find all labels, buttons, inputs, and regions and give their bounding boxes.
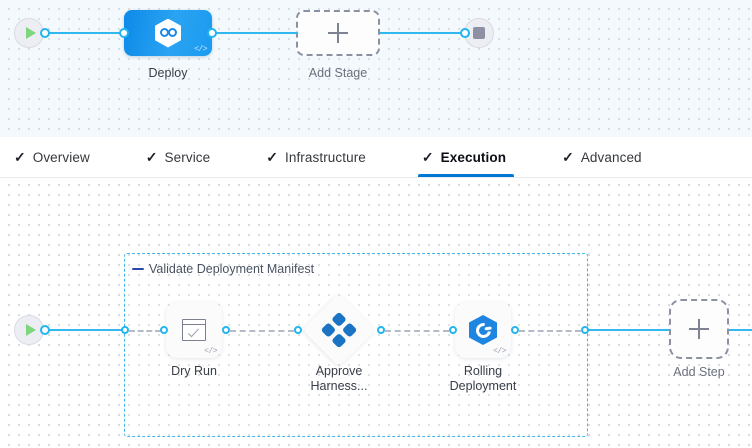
execution-steps-canvas[interactable]: Validate Deployment Manifest </> Dry Run [0,178,752,448]
step-node-dry-run[interactable]: </> Dry Run [166,302,222,378]
approve-in-port[interactable] [294,326,302,334]
connector-start-to-deploy [46,31,126,35]
add-step-button[interactable] [669,299,729,359]
execution-start-port[interactable] [40,325,50,335]
tab-overview-label: Overview [32,149,90,165]
tab-service-label: Service [164,149,211,165]
tab-execution-label: Execution [440,149,507,165]
step-approve-card[interactable] [302,293,376,367]
execution-start-circle[interactable] [14,315,44,345]
step-dry-run-label: Dry Run [171,364,217,378]
stage-deploy-card[interactable]: </> [124,10,212,56]
dry-run-icon [182,319,206,341]
stage-node-deploy[interactable]: </> Deploy [124,10,212,80]
connector-addstep-trailing [729,328,752,332]
step-rolling-label: Rolling Deployment [449,364,517,393]
connector-start-to-group [46,328,126,332]
step-rolling-card[interactable]: </> [455,302,511,358]
check-icon: ✓ [145,149,158,165]
connector-group-to-dryrun [129,329,161,332]
stage-config-tabs[interactable]: ✓ Overview ✓ Service ✓ Infrastructure ✓ … [0,137,752,178]
approve-out-port[interactable] [377,326,385,334]
tab-execution[interactable]: ✓ Execution [417,137,520,177]
rolling-deployment-icon [469,315,497,345]
pipeline-end-port[interactable] [460,28,470,38]
check-icon: ✓ [14,149,26,165]
add-step-label: Add Step [673,365,725,379]
connector-approve-to-rolling [385,329,449,332]
plus-icon [689,319,709,339]
add-stage-button[interactable] [296,10,380,56]
group-in-port[interactable] [121,326,129,334]
connector-group-to-addstep [588,328,670,332]
play-icon [25,324,36,336]
check-icon: ✓ [421,149,434,165]
code-badge-icon[interactable]: </> [204,347,217,356]
add-stage-label: Add Stage [308,66,368,80]
rolling-in-port[interactable] [449,326,457,334]
check-icon: ✓ [266,149,278,165]
code-badge-icon[interactable]: </> [493,347,506,356]
tab-service[interactable]: ✓ Service [142,137,224,177]
check-icon: ✓ [562,149,574,165]
stop-icon [473,27,485,39]
add-step-node[interactable]: Add Step [669,299,729,379]
tab-infrastructure-label: Infrastructure [284,149,366,165]
code-badge-icon[interactable]: </> [194,45,207,54]
dry-run-in-port[interactable] [160,326,168,334]
step-node-rolling-deployment[interactable]: </> Rolling Deployment [450,302,516,393]
plus-icon [328,23,348,43]
tab-advanced-label: Advanced [580,149,642,165]
step-dry-run-card[interactable]: </> [166,302,222,358]
execution-start-node[interactable] [14,315,44,345]
connector-dryrun-to-approve [230,329,294,332]
pipeline-start-port[interactable] [40,28,50,38]
approval-clover-icon [320,311,358,349]
step-group-header[interactable]: Validate Deployment Manifest [132,262,314,276]
add-stage-node[interactable]: Add Stage [296,10,380,80]
tab-infrastructure[interactable]: ✓ Infrastructure [262,137,380,177]
step-group-title-label: Validate Deployment Manifest [149,262,315,276]
dry-run-out-port[interactable] [222,326,230,334]
rolling-out-port[interactable] [511,326,519,334]
connector-rolling-to-groupout [519,329,581,332]
pipeline-start-circle[interactable] [14,18,44,48]
collapse-dash-icon[interactable] [132,268,144,270]
stage-deploy-label: Deploy [148,66,188,80]
step-node-approve-harness[interactable]: Approve Harness... [302,293,376,393]
stage-deploy-out-port[interactable] [207,28,217,38]
group-out-port[interactable] [581,326,589,334]
play-icon [25,27,36,39]
stage-canvas[interactable]: </> Deploy Add Stage [0,0,752,137]
harness-deploy-icon [155,18,181,48]
step-approve-label: Approve Harness... [310,364,368,393]
connector-deploy-to-addstage [213,31,298,35]
connector-addstage-to-end [380,31,464,35]
pipeline-start-node[interactable] [14,18,44,48]
stage-deploy-in-port[interactable] [119,28,129,38]
tab-overview[interactable]: ✓ Overview [10,137,104,177]
tab-advanced[interactable]: ✓ Advanced [558,137,656,177]
